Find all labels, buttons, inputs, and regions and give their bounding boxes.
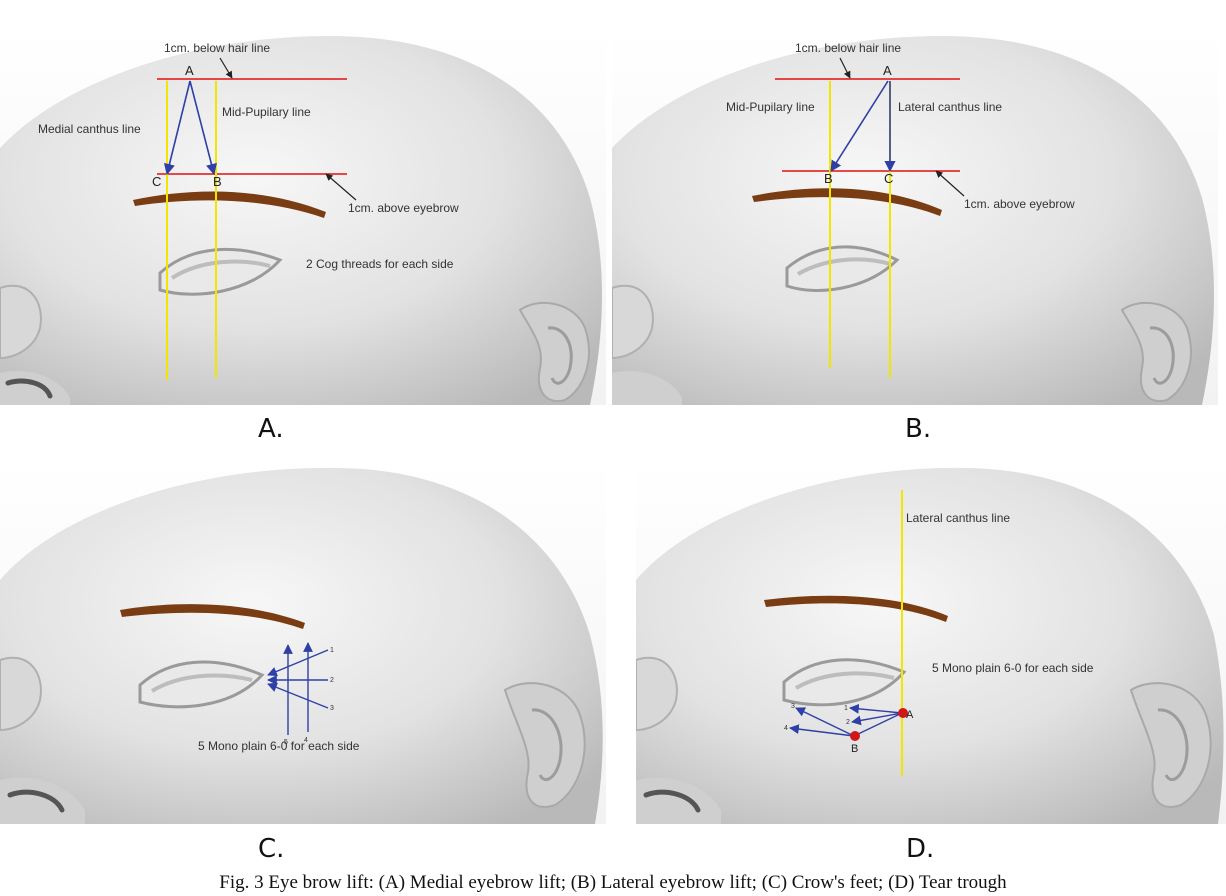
eyebrow [752,188,942,216]
point-a-marker [898,708,908,718]
mid-pupilary-label: Mid-Pupilary line [726,100,815,114]
thread-arrow [189,80,217,176]
lateral-canthus-label: Lateral canthus line [906,511,1010,525]
thread-number: 3 [791,703,795,710]
figure-caption: Fig. 3 Eye brow lift: (A) Medial eyebrow… [219,872,1007,893]
thread-number: 1 [330,647,334,654]
panel-b-label: B. [905,414,932,444]
threads-label: 2 Cog threads for each side [306,257,454,271]
pointer-arrow [325,173,357,201]
panel-d: A B 1 2 3 4 Lateral canthus line 5 Mono … [636,460,1226,824]
thread-connector [853,712,903,737]
thread-arrow [267,682,329,709]
thread-number: 5 [284,739,288,746]
pointer-arrow [839,57,851,79]
panel-b: 1cm. below hair line Mid-Pupilary line L… [612,28,1218,405]
hairline-label: 1cm. below hair line [795,41,901,55]
above-eyebrow-label: 1cm. above eyebrow [964,197,1075,211]
thread-arrow [795,707,855,737]
pointer-arrow [219,57,233,79]
threads-label: 5 Mono plain 6-0 for each side [198,739,360,753]
eyebrow [133,191,326,218]
point-b-marker [850,731,860,741]
thread-number: 2 [330,677,334,684]
point-b-label: B [824,171,833,186]
point-a-label: A [185,63,194,78]
hairline-label: 1cm. below hair line [164,41,270,55]
thread-arrow [789,724,855,737]
head-illustration [0,28,606,405]
thread-arrow [830,80,889,172]
thread-arrow [163,80,191,176]
point-a-label: A [883,63,892,78]
point-b-label: B [851,743,858,755]
thread-number: 3 [330,705,334,712]
head-illustration [0,460,606,824]
eyebrow [120,604,305,629]
thread-arrow [851,712,903,726]
thread-number: 2 [846,719,850,726]
lateral-canthus-label: Lateral canthus line [898,100,1002,114]
point-a-label: A [906,709,914,721]
pointer-arrow [935,170,965,197]
panel-a: 1cm. below hair line Medial canthus line… [0,28,606,405]
threads-label: 5 Mono plain 6-0 for each side [932,661,1094,675]
panel-c: 1 2 3 4 5 5 Mono plain 6-0 for each side [0,460,606,824]
above-eyebrow-label: 1cm. above eyebrow [348,201,459,215]
thread-arrow [849,703,903,714]
thread-number: 4 [304,737,308,744]
thread-arrow [267,649,329,677]
panel-c-label: C. [258,834,285,864]
panel-a-label: A. [258,414,284,444]
mid-pupilary-label: Mid-Pupilary line [222,105,311,119]
point-c-label: C [884,171,893,186]
panel-d-label: D. [906,834,935,864]
thread-number: 4 [784,725,788,732]
point-b-label: B [213,174,222,189]
point-c-label: C [152,174,161,189]
head-illustration [636,460,1226,824]
head-illustration [612,28,1218,405]
medial-canthus-label: Medial canthus line [38,122,141,136]
thread-number: 1 [844,705,848,712]
